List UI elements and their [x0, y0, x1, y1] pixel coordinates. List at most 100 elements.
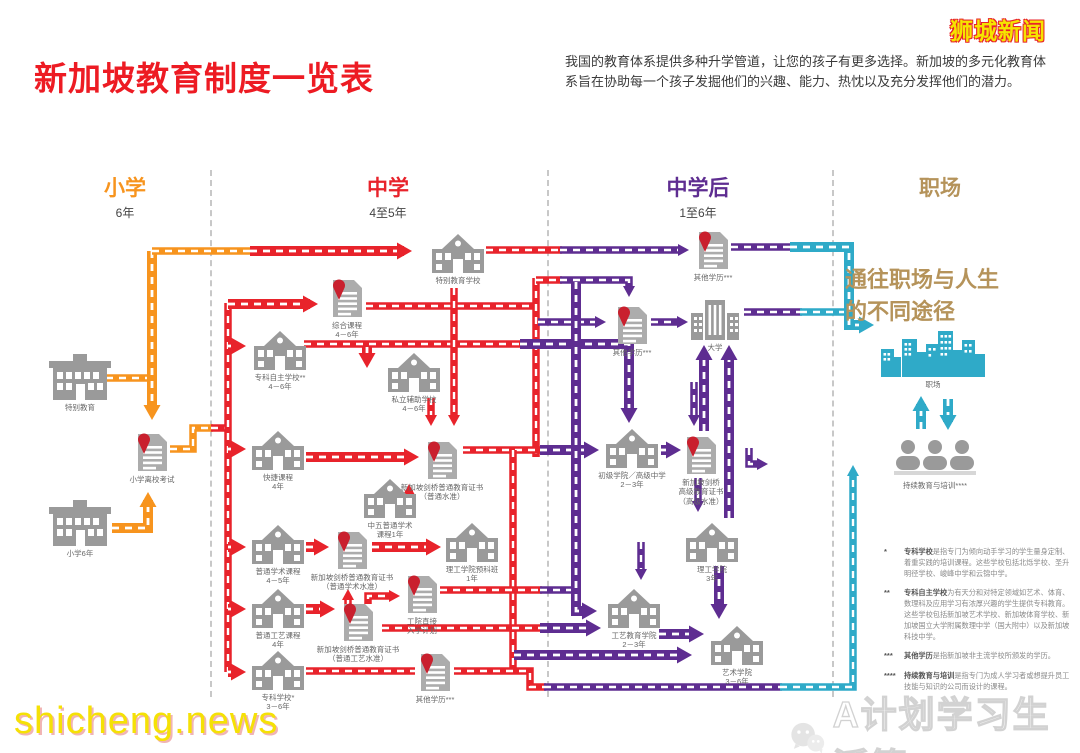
watermark-text: A计划学习生活篇 [832, 693, 1051, 753]
flow-edge [560, 244, 689, 256]
wechat-icon [791, 722, 825, 753]
arrowhead [342, 589, 354, 600]
column-duration: 1至6年 [679, 206, 717, 220]
flow-edge [306, 538, 329, 556]
flow-edge [710, 566, 728, 619]
column-header-primary: 小学 6年 [104, 172, 146, 221]
flow-edge [520, 339, 638, 423]
arrowhead [320, 600, 335, 618]
column-duration: 4至5年 [369, 206, 407, 220]
column-header-secondary: 中学 4至5年 [367, 172, 409, 221]
arrowhead [688, 415, 700, 426]
flow-edge [358, 347, 376, 368]
flow-edge [514, 646, 692, 664]
flow-edge [695, 345, 713, 431]
workplace-note: 通往职场与人生 的不同途径 [845, 267, 1000, 324]
arrowhead [404, 448, 419, 466]
arrowhead [403, 484, 415, 495]
column-header-postsecondary: 中学后 1至6年 [667, 172, 730, 221]
flow-edge [540, 441, 599, 459]
arrowhead [231, 538, 246, 556]
flow-edge [228, 440, 246, 458]
column-label: 中学 [367, 177, 409, 200]
flow-edge [306, 448, 419, 466]
arrowhead [912, 396, 930, 411]
arrowhead [139, 492, 157, 507]
column-divider [832, 170, 834, 697]
flow-edge [659, 625, 704, 643]
footnote-item: ***其他学历是指新加坡非主流学校所颁发的学历。 [884, 651, 1070, 662]
footnote-item: ****持续教育与培训是指专门为成人学习者或想提升员工技能与知识的公司而设计的课… [884, 671, 1070, 693]
arrowhead [231, 337, 246, 355]
flow-edge [745, 448, 768, 470]
footnote-text: 专科学校是指专门为倾向动手学习的学生量身定制、着重实践的培训课程。这些学校包括北… [904, 547, 1070, 578]
flow-edge [228, 600, 246, 618]
arrowhead [231, 440, 246, 458]
arrowhead [689, 625, 704, 643]
column-duration: 6年 [115, 206, 135, 220]
arrowhead [720, 345, 738, 360]
arrowhead [620, 408, 638, 423]
column-label: 职场 [919, 177, 961, 200]
footnote-text: 专科自主学校为有天分和对特定领域如艺术、体育、数理科及应用学习有浓厚兴趣的学生提… [904, 588, 1070, 641]
flow-edge [538, 316, 606, 328]
footnote-marker: *** [884, 651, 893, 661]
flow-edge [372, 538, 441, 556]
footnote-marker: * [884, 547, 887, 556]
arrowhead [595, 316, 606, 328]
flow-edge [571, 282, 597, 620]
flow-edge [790, 242, 874, 334]
arrowhead [677, 646, 692, 664]
column-divider [547, 170, 549, 697]
footnote-item: * 专科学校是指专门为倾向动手学习的学生量身定制、着重实践的培训课程。这些学校包括… [884, 547, 1070, 579]
flow-edge [912, 396, 930, 429]
flow-edge [688, 382, 700, 426]
flow-edge [939, 399, 957, 430]
flow-edge [692, 478, 704, 512]
arrowhead [584, 441, 599, 459]
arrowhead [397, 242, 412, 260]
arrowhead [358, 353, 376, 368]
shicheng-news-logo: 狮城新闻 [950, 18, 1046, 44]
footnote-marker: **** [884, 671, 896, 681]
arrowhead [635, 569, 647, 580]
flow-edge [720, 345, 738, 518]
arrowhead [939, 415, 957, 430]
arrowhead [677, 316, 688, 328]
arrowhead [695, 345, 713, 360]
flow-edge [425, 398, 437, 426]
column-header-workplace: 职场 [919, 172, 961, 202]
arrowhead [859, 316, 874, 334]
arrowhead [666, 441, 681, 459]
column-label: 中学后 [666, 177, 730, 200]
flow-edge [228, 663, 246, 681]
watermark-shicheng: shicheng.news [14, 700, 279, 742]
flow-edge [403, 484, 415, 502]
arrowhead [582, 602, 597, 620]
footnote-item: ** 专科自主学校为有天分和对特定领域如艺术、体育、数理科及应用学习有浓厚兴趣的学… [884, 588, 1070, 642]
footnote-marker: ** [884, 588, 890, 598]
flow-edge [364, 590, 400, 612]
arrowhead [710, 604, 728, 619]
arrowhead [448, 415, 460, 426]
flow-edge [112, 492, 157, 533]
flow-edge [651, 316, 688, 328]
column-divider [210, 170, 212, 697]
flow-edge [454, 667, 546, 691]
flow-edge [228, 337, 246, 355]
flow-edge [780, 465, 859, 691]
arrowhead [623, 286, 635, 297]
arrowhead [231, 600, 246, 618]
flow-edge [228, 538, 246, 556]
flow-edge [228, 295, 318, 313]
footnotes: * 专科学校是指专门为倾向动手学习的学生量身定制、着重实践的培训课程。这些学校包括… [884, 547, 1070, 702]
arrowhead [757, 458, 768, 470]
flow-edge [661, 441, 681, 459]
flow-edge [143, 251, 161, 420]
flow-edge [250, 242, 412, 260]
watermark-wechat-account: A计划学习生活篇 [788, 686, 1080, 753]
arrowhead [389, 590, 400, 602]
arrowhead [143, 405, 161, 420]
